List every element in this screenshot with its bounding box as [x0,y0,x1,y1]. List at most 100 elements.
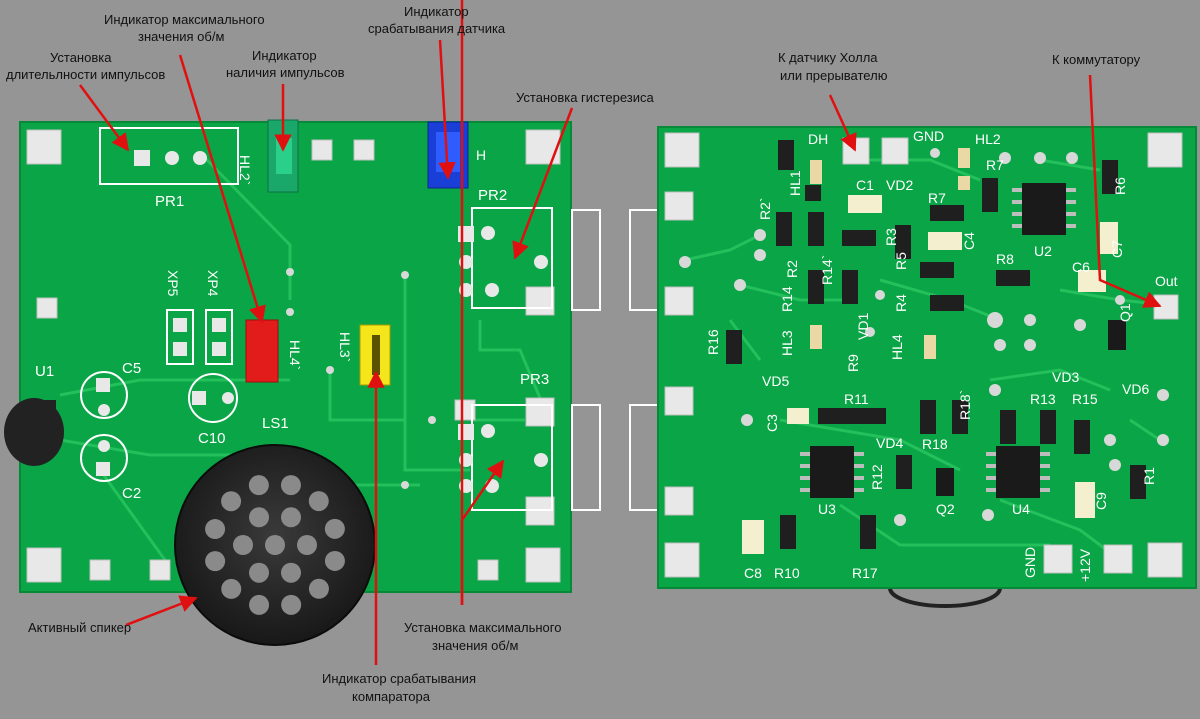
silk-label: U2 [1034,243,1052,259]
pr1-pad [193,151,207,165]
xp4-pad [212,318,226,332]
speaker-hole [205,551,226,572]
silk-label: C1 [856,177,874,193]
silk-label: C9 [1093,492,1109,510]
silk-label: VD3 [1052,369,1079,385]
speaker-hole [281,562,301,583]
silk-label: R7 [928,190,946,206]
silk-pr1: PR1 [155,193,184,210]
silk-label: R8 [996,251,1014,267]
silk-hl2: HL2` [237,155,253,185]
silk-label: R13 [1030,391,1056,407]
c2-outline [80,434,128,482]
silk-label: R11 [844,391,869,407]
annotation-arrows [78,0,1162,665]
right-vias [679,148,1169,526]
label-hall-sensor-2: или прерывателю [780,68,888,83]
silk-label: VD1 [855,313,871,340]
speaker-holes [205,475,345,615]
silk-hl3: HL3` [337,332,353,362]
silk-label: R7 [986,157,1004,173]
speaker-hole [281,507,301,528]
smd-leds [810,148,970,359]
silk-hl4: HL4` [287,340,303,370]
silk-label: C7 [1109,240,1125,258]
silk-label: VD2 [886,177,913,193]
u1-transistor-body [28,400,56,440]
left-traces [59,156,547,580]
label-pulse-presence-2: наличия импульсов [226,65,345,80]
c10-outline [188,373,238,423]
silk-label: C3 [764,414,780,432]
ic-u2 [1022,183,1066,235]
silk-c5: C5 [122,360,141,377]
silk-label: R10 [774,565,800,581]
speaker-hole [308,491,329,512]
silk-label: R18` [957,390,973,420]
c10-pad [192,391,206,405]
arrow-max-rpm-indicator [178,54,266,324]
speaker-hole [205,519,226,540]
led-yellow-stripe [372,335,380,375]
speaker-hole [281,594,302,615]
arrow-sensor-trigger [438,39,456,180]
silk-label: R12 [869,464,885,490]
silk-xp4: XP4 [205,270,221,297]
label-pulse-width-1: Установка [50,50,112,65]
silk-label: R6 [1112,177,1128,195]
pr3-knob-outline [571,404,601,511]
speaker-hole [308,578,329,599]
silk-label: C4 [961,232,977,250]
pr2-knob-outline [571,209,601,311]
silk-label: +12V [1077,548,1093,582]
speaker-hole [249,507,269,528]
silk-label: DH [808,131,828,147]
silk-label: R1 [1141,467,1157,485]
label-comparator-2: компаратора [352,689,431,704]
arrow-hall-sensor [828,94,857,152]
silk-label: R3 [883,228,899,246]
silk-label: R14` [819,255,835,285]
silk-c10: C10 [198,430,226,447]
pr2-outline [471,207,553,309]
arrow-max-rpm-set [460,459,505,605]
label-max-rpm-indicator-1: Индикатор максимального [104,12,265,27]
silk-label: HL4 [889,334,905,360]
c5-pad [98,404,110,416]
label-hall-sensor-1: К датчику Холла [778,50,878,65]
silk-pr3: PR3 [520,371,549,388]
speaker-hole [221,578,242,599]
silk-label: R5 [893,252,909,270]
label-sensor-trigger-1: Индикатор [404,4,469,19]
label-sensor-trigger-2: срабатывания датчика [368,21,506,36]
label-max-rpm-indicator-2: значения об/м [138,29,224,44]
pr1-pad [165,151,179,165]
speaker-hole [265,535,285,555]
label-pulse-presence-1: Индикатор [252,48,317,63]
left-vias [286,268,436,489]
smd-resistors [726,140,1146,549]
smd-capacitors [742,195,1118,554]
pr1-pad [134,150,150,166]
silk-label: R14 [779,286,795,312]
c5-pad [96,378,110,392]
speaker-hole [249,562,269,583]
arrow-commutator [1088,74,1162,308]
silk-ls1: LS1 [262,415,289,432]
silk-label: Out [1155,273,1178,289]
q1-transistor [1108,320,1126,350]
speaker-hole [324,518,345,539]
ic-u3 [810,446,854,498]
silk-label: HL2 [975,131,1001,147]
label-active-speaker: Активный спикер [28,620,131,635]
silk-label: R15 [1072,391,1098,407]
label-max-rpm-set-1: Установка максимального [404,620,561,635]
xp5-pad [173,342,187,356]
silk-label: VD6 [1122,381,1149,397]
arrow-active-speaker [125,595,198,627]
led-red-hl4 [245,319,279,383]
label-pulse-width-2: длительлности импульсов [6,67,165,82]
q2-transistor [936,468,954,496]
c10-pad [222,392,234,404]
